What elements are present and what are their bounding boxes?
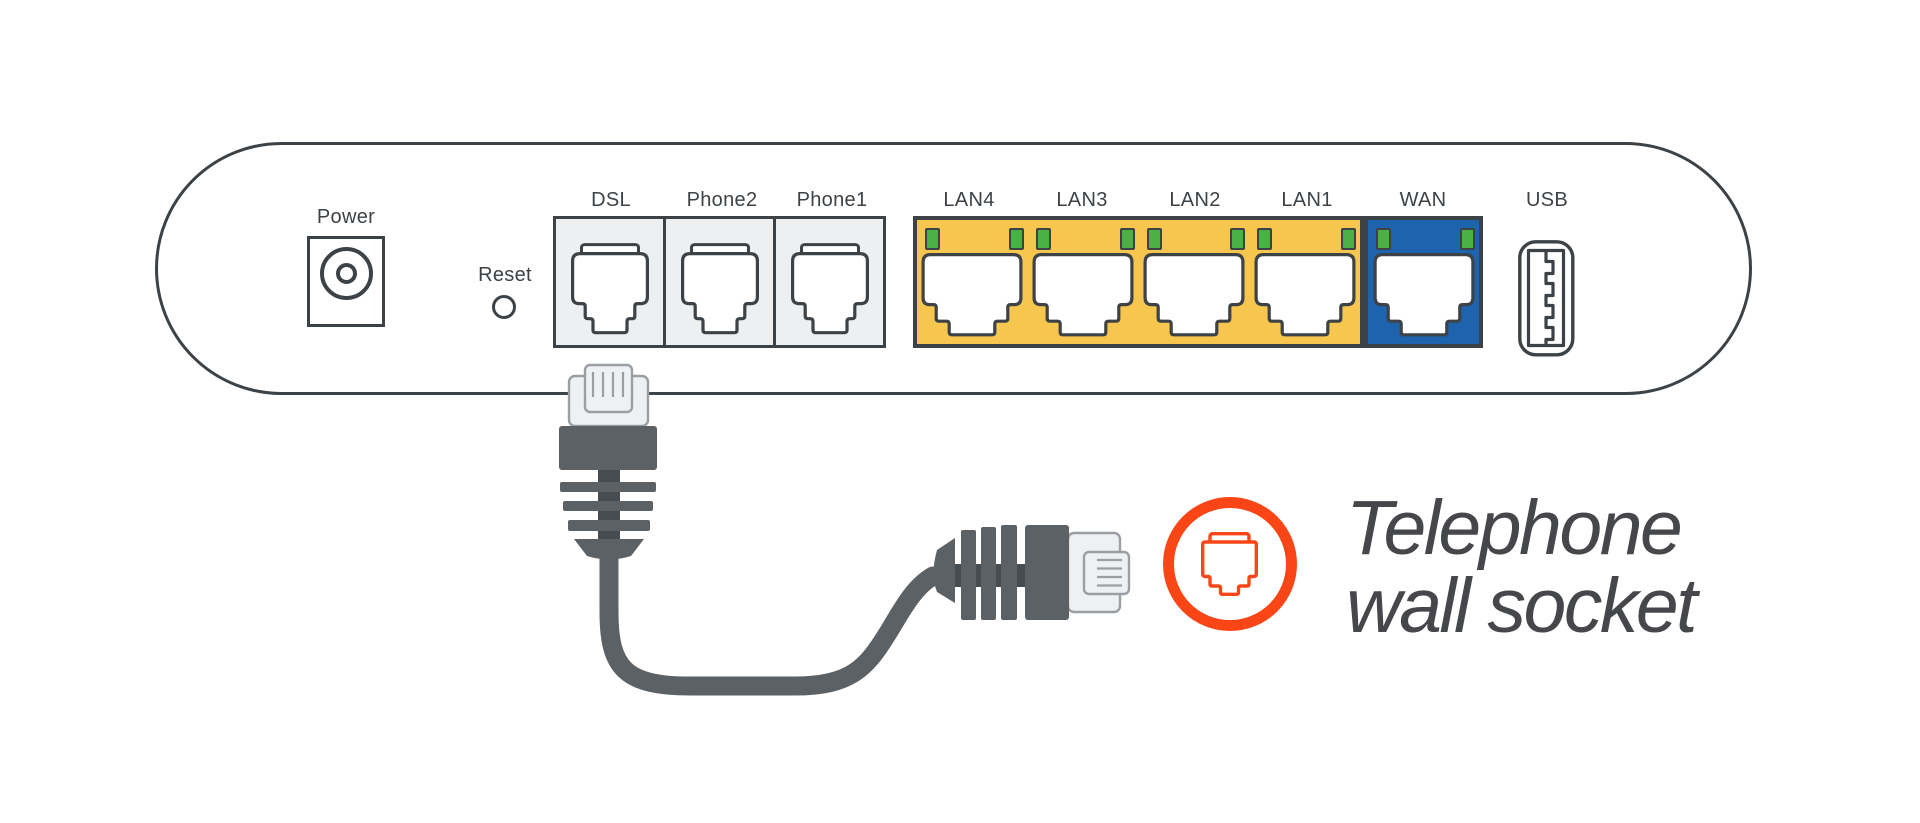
rj11-jack-icon: [680, 243, 759, 335]
lan-port-block: [913, 216, 1364, 348]
rj45-jack-icon: [1032, 253, 1134, 337]
port-wan: [1368, 220, 1479, 344]
usb-port: [1518, 240, 1575, 357]
port-lan4: [917, 220, 1028, 344]
port-label-lan4: LAN4: [943, 189, 995, 211]
port-label-lan2: LAN2: [1169, 189, 1221, 211]
phone-port-panel: [553, 216, 886, 348]
port-lan2: [1139, 220, 1250, 344]
rj11-jack-icon: [790, 243, 869, 335]
port-label-wan: WAN: [1399, 189, 1447, 211]
port-label-phone1: Phone1: [796, 189, 868, 211]
power-label: Power: [316, 206, 376, 228]
port-lan3: [1028, 220, 1139, 344]
reset-button: [492, 295, 516, 319]
lan3-led-left-icon: [1035, 228, 1051, 250]
lan2-led-left-icon: [1146, 228, 1162, 250]
telephone-wall-socket-badge: [1163, 497, 1297, 631]
lan1-led-right-icon: [1341, 228, 1356, 250]
caption-telephone-wall-socket: Telephone wall socket: [1346, 485, 1698, 649]
lan1-led-left-icon: [1257, 228, 1273, 250]
rj45-jack-icon: [1254, 253, 1356, 337]
lan3-led-right-icon: [1119, 228, 1135, 250]
cable-plug-wall-end: [933, 525, 1131, 620]
port-label-lan1: LAN1: [1281, 189, 1333, 211]
cable-cord: [599, 542, 943, 696]
port-label-phone2: Phone2: [686, 189, 758, 211]
port-phone2: [663, 219, 773, 345]
port-label-lan3: LAN3: [1056, 189, 1108, 211]
rj11-jack-icon: [570, 243, 649, 335]
lan2-led-right-icon: [1230, 228, 1246, 250]
port-phone1: [773, 219, 883, 345]
rj45-jack-icon: [1373, 253, 1474, 337]
rj45-jack-icon: [1143, 253, 1245, 337]
port-lan1: [1249, 220, 1360, 344]
port-dsl: [556, 219, 663, 345]
caption-line2: wall socket: [1346, 563, 1698, 649]
rj45-jack-icon: [921, 253, 1023, 337]
port-label-dsl: DSL: [591, 189, 631, 211]
telephone-wall-socket-icon: [1201, 531, 1258, 596]
wan-led-right-icon: [1460, 228, 1475, 250]
reset-label: Reset: [478, 264, 532, 286]
cable-plug-dsl-end: [559, 363, 657, 560]
power-jack-outer-ring: [320, 247, 373, 300]
wan-port-block: [1364, 216, 1483, 348]
caption-line1: Telephone: [1346, 485, 1683, 571]
power-jack-inner-ring: [336, 263, 357, 284]
power-jack: [307, 236, 385, 327]
lan4-led-left-icon: [925, 228, 940, 250]
port-label-usb: USB: [1525, 189, 1569, 211]
lan4-led-right-icon: [1008, 228, 1024, 250]
wan-led-left-icon: [1376, 228, 1391, 250]
